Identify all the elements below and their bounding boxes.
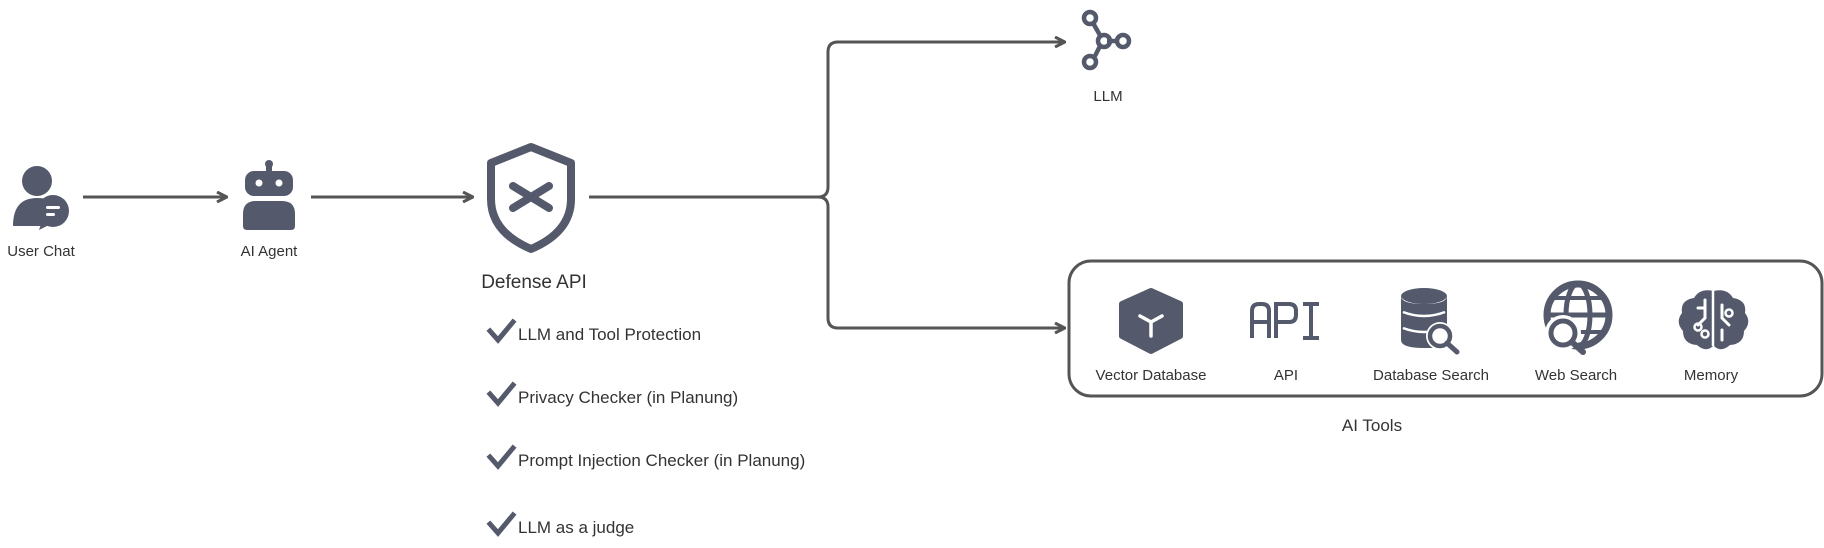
- connectors: [83, 42, 1064, 328]
- feature-label: LLM and Tool Protection: [518, 325, 702, 344]
- user-chat-label: User Chat: [7, 243, 75, 260]
- feature-label: Prompt Injection Checker (in Planung): [518, 451, 806, 470]
- feature-label: LLM as a judge: [518, 518, 635, 537]
- cube-icon: [1119, 288, 1183, 354]
- feature-label: Privacy Checker (in Planung): [518, 388, 739, 407]
- network-icon: [1081, 9, 1132, 71]
- feature-item-llm-judge: LLM as a judge: [488, 513, 634, 543]
- check-icon: [486, 444, 517, 470]
- feature-item-tool-protection: LLM and Tool Protection: [488, 320, 701, 350]
- ai-tools-group-label: AI Tools: [1341, 416, 1403, 435]
- check-icon: [486, 381, 517, 407]
- defense-api-label: Defense API: [481, 272, 587, 293]
- user-chat-icon: [13, 166, 69, 230]
- shield-icon: [487, 143, 575, 253]
- check-icon: [486, 318, 517, 344]
- feature-item-prompt-injection: Prompt Injection Checker (in Planung): [488, 446, 805, 476]
- ai-tools-container: [1067, 259, 1824, 398]
- tool-label-api: API: [1273, 367, 1299, 384]
- branch-to-llm: [589, 42, 1064, 199]
- check-icons: [486, 318, 517, 537]
- tool-label-memory: Memory: [1683, 367, 1739, 384]
- database-search-icon: [1401, 288, 1460, 355]
- robot-icon: [243, 160, 295, 230]
- tool-label-vector-database: Vector Database: [1095, 367, 1207, 384]
- branch-to-ai-tools: [817, 195, 1064, 328]
- feature-item-privacy-checker: Privacy Checker (in Planung): [488, 383, 738, 413]
- tool-label-database-search: Database Search: [1373, 367, 1489, 384]
- check-icon: [486, 511, 517, 537]
- api-icon: [1250, 302, 1319, 340]
- tool-label-web-search: Web Search: [1534, 367, 1618, 384]
- ai-agent-label: AI Agent: [240, 243, 298, 260]
- web-search-icon: [1543, 280, 1613, 355]
- llm-label: LLM: [1093, 88, 1123, 105]
- brain-icon: [1678, 290, 1749, 350]
